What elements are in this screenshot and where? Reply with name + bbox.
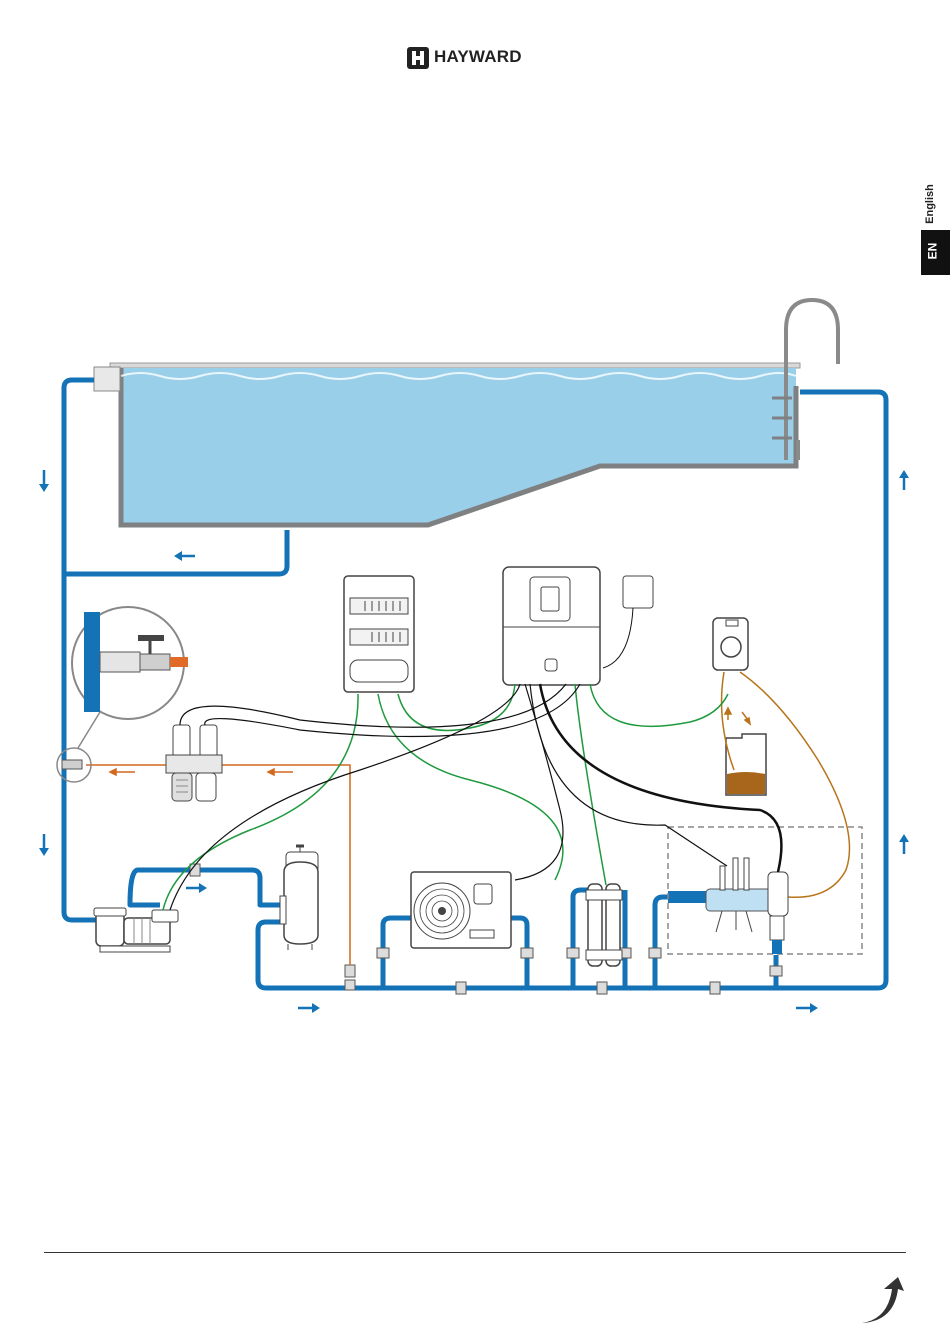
suction-pipe-main-drain <box>64 530 287 574</box>
pump-to-filter-pipe <box>130 870 283 905</box>
uv-sterilizer <box>586 884 622 966</box>
pool-water <box>121 368 796 525</box>
pool-coping <box>110 363 800 368</box>
electrolysis-inlet <box>655 897 706 988</box>
filtration-pump <box>94 908 178 952</box>
main-controller-unit <box>503 567 653 685</box>
skimmer <box>94 367 120 391</box>
footer-divider <box>44 1252 906 1253</box>
electrolysis-cell <box>706 858 788 954</box>
curved-arrow-icon[interactable] <box>858 1275 906 1325</box>
pool <box>94 300 838 525</box>
heat-pump <box>411 872 511 948</box>
electrical-control-panel <box>344 576 414 692</box>
uv-inlet <box>573 890 588 988</box>
sand-filter <box>280 846 318 950</box>
electrolysis-bypass-section <box>668 891 708 903</box>
sensor-module <box>623 576 653 608</box>
dosing-sensors <box>166 725 222 801</box>
chemical-dosing-pump <box>713 618 748 670</box>
